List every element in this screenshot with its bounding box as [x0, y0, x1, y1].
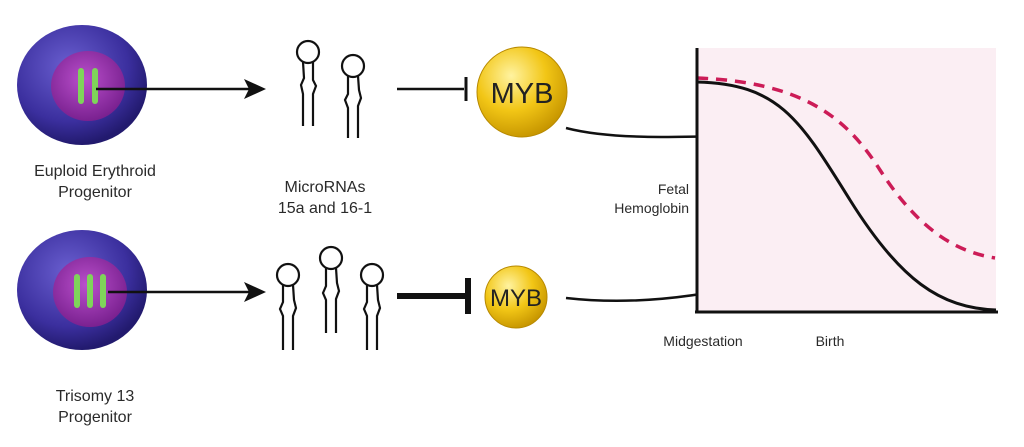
euploid-progenitor-cell [17, 25, 147, 145]
myb-label-top: MYB [491, 78, 554, 110]
graph-y-label: Fetal Hemoglobin [614, 181, 689, 216]
microrna-label: MicroRNAs 15a and 16-1 [277, 179, 373, 217]
euploid-hbf-curve [696, 80, 997, 312]
chromosome-icon [100, 274, 106, 308]
fetal-hemoglobin-graph [695, 48, 998, 314]
microrna-hairpin-icon [275, 262, 301, 350]
chromosome-icon [92, 68, 98, 104]
graph-background [697, 48, 996, 312]
myb-label-bottom: MYB [490, 285, 542, 312]
microrna-hairpins-bottom [275, 245, 385, 350]
myb-node-top [476, 46, 568, 138]
trisomy-hbf-curve [696, 76, 996, 260]
chromosome-icon [78, 68, 84, 104]
trisomy-progenitor-cell [17, 230, 147, 350]
microrna-hairpin-icon [295, 39, 321, 126]
chromosome-icon [74, 274, 80, 308]
trisomy-cell-label: Trisomy 13 Progenitor [55, 388, 135, 426]
chromosome-icon [87, 274, 93, 308]
microrna-hairpins-top [295, 39, 366, 138]
microrna-hairpin-icon [359, 262, 385, 350]
microrna-hairpin-icon [318, 245, 344, 333]
euploid-cell-label: Euploid Erythroid Progenitor [34, 163, 156, 201]
x-tick-midgestation: Midgestation [663, 333, 743, 349]
myb-node-bottom [484, 265, 548, 329]
x-tick-birth: Birth [815, 333, 845, 349]
microrna-hairpin-icon [340, 53, 366, 138]
